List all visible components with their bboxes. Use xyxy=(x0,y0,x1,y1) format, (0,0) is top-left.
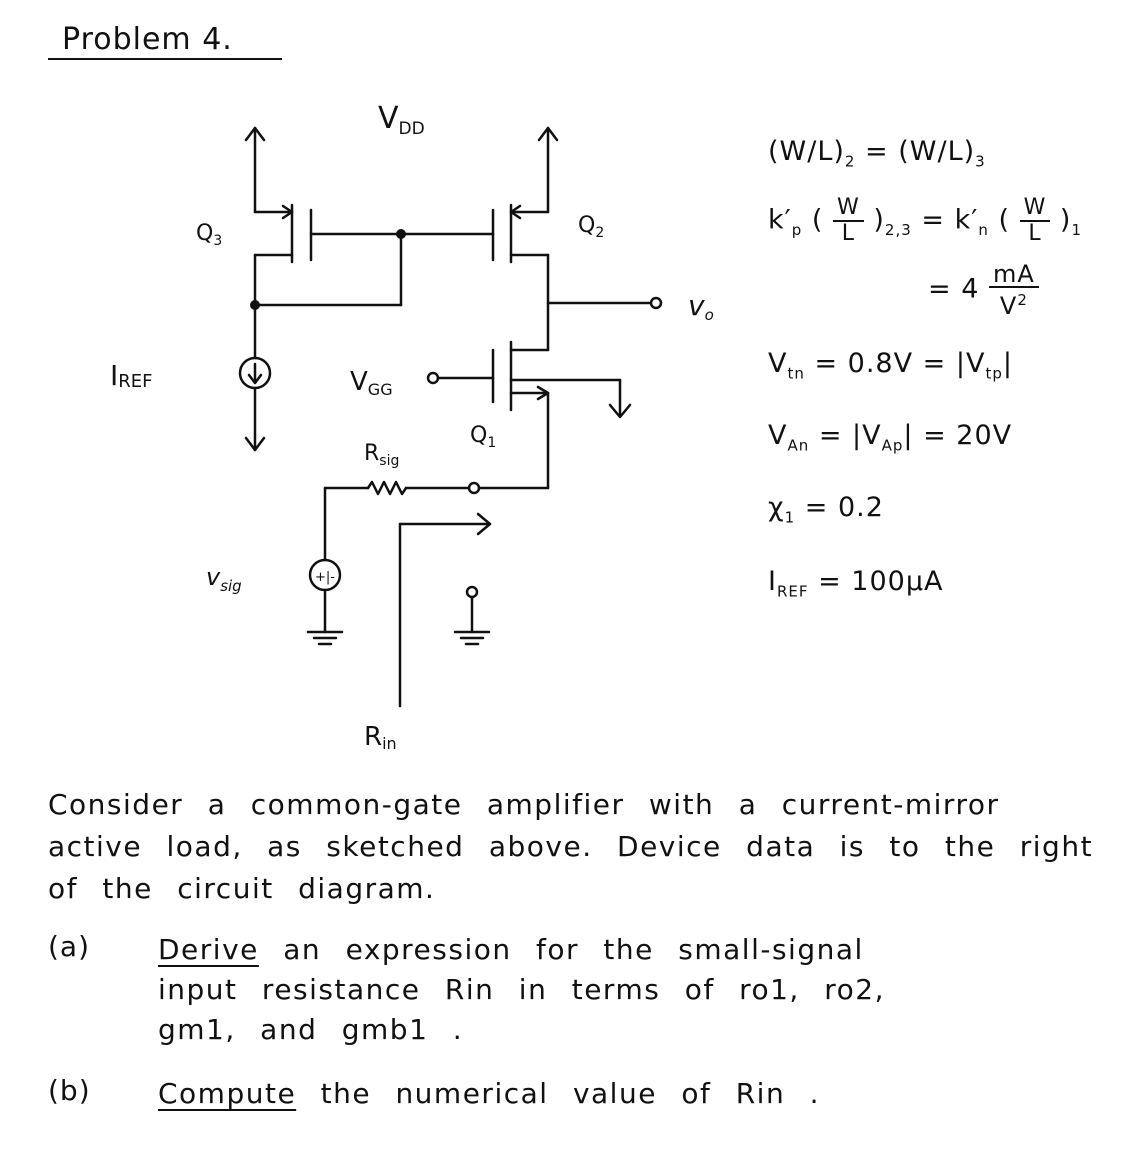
part-a-verb: Derive xyxy=(158,933,259,966)
vgg-label: VGG xyxy=(350,367,393,399)
part-b-label: (b) xyxy=(48,1074,91,1107)
rsig-label: Rsig xyxy=(364,441,399,469)
rin-arrow xyxy=(398,512,492,708)
q2-label: Q2 xyxy=(578,213,604,241)
ground-terminal xyxy=(453,585,491,646)
circuit-diagram: VDD Q3 Q2 Q1 vo IREF VGG Rsig vsig Rin +… xyxy=(110,101,714,753)
part-a-text: Derive an expression for the small-signa… xyxy=(158,933,885,1046)
page-title: Problem 4. xyxy=(62,22,233,57)
q3-label: Q3 xyxy=(196,221,222,249)
spec-vt: Vtn = 0.8V = |Vtp| xyxy=(768,348,1013,383)
part-a-label: (a) xyxy=(48,930,91,963)
spec-chi: χ1 = 0.2 xyxy=(768,492,884,527)
q1-label: Q1 xyxy=(470,423,496,451)
part-b-verb: Compute xyxy=(158,1077,297,1110)
q2-transistor xyxy=(491,203,550,352)
vo-label: vo xyxy=(688,289,714,324)
q1-transistor xyxy=(426,340,632,490)
spec-iref: IREF = 100μA xyxy=(768,566,944,601)
vdd-arrow-right xyxy=(509,126,559,214)
vsig-label: vsig xyxy=(206,563,242,595)
part-b-text: Compute the numerical value of Rin . xyxy=(158,1077,821,1110)
title-underline xyxy=(48,58,282,60)
drain-junction-dot xyxy=(250,300,260,310)
gate-junction-dot xyxy=(396,229,406,239)
vsig-polarity: +|- xyxy=(315,570,335,585)
rin-label: Rin xyxy=(364,722,397,753)
iref-source xyxy=(238,304,272,452)
spec-va: VAn = |VAp| = 20V xyxy=(768,420,1013,455)
vsig-source xyxy=(306,486,344,646)
vdd-label: VDD xyxy=(378,101,425,139)
vdd-arrow-left xyxy=(244,126,294,214)
q3-transistor xyxy=(253,203,495,308)
spec-wl-ratio: (W/L)2 = (W/L)3 xyxy=(768,136,986,171)
problem-paragraph: Consider a common-gate amplifier with a … xyxy=(48,788,1094,905)
rsig-resistor xyxy=(323,480,550,496)
iref-label: IREF xyxy=(110,359,153,392)
output-node xyxy=(546,296,663,310)
